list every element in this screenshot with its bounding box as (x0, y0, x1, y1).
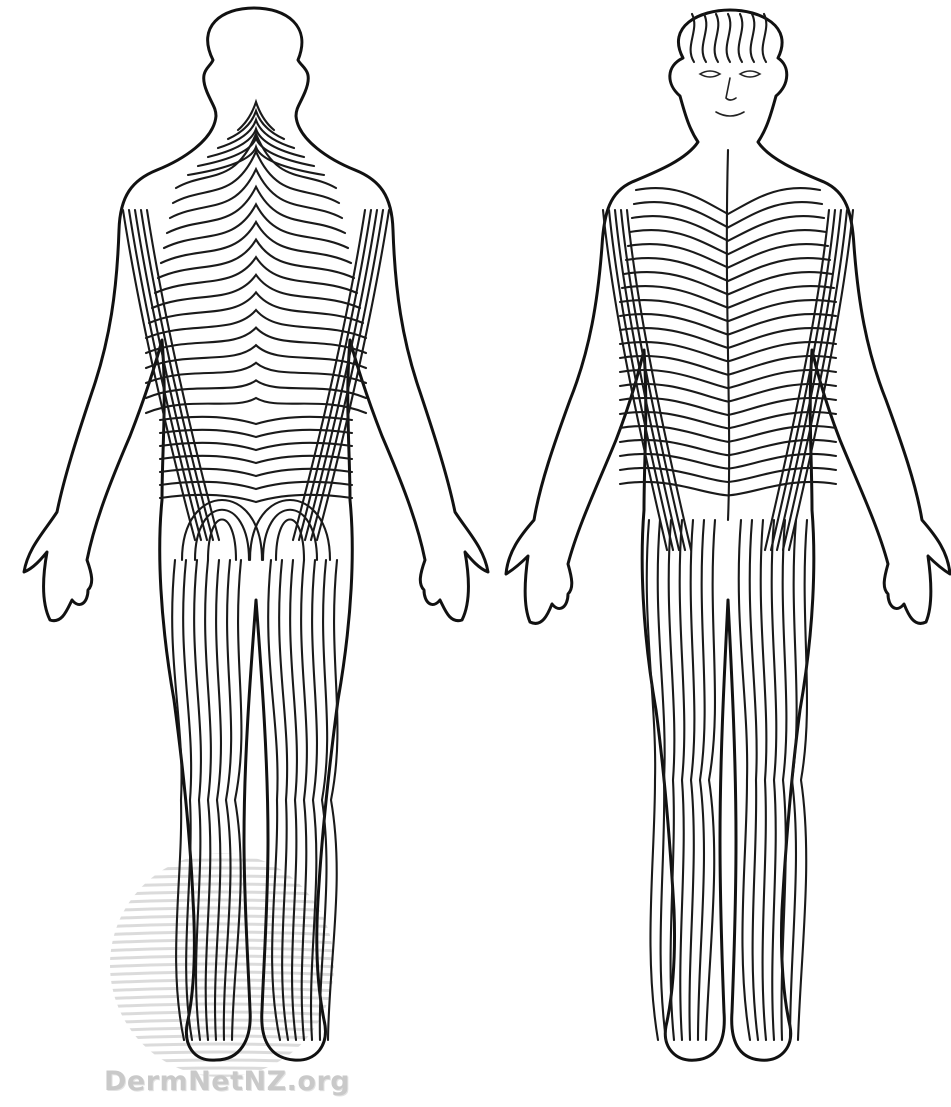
blaschko-line (782, 520, 787, 1040)
globe-stripe (100, 980, 340, 983)
blaschko-line (698, 520, 705, 1040)
right-eye (740, 71, 760, 77)
back-view-body (24, 8, 488, 1060)
blaschko-line (194, 560, 201, 1040)
blaschko-line (146, 328, 366, 353)
globe-stripe (100, 1044, 340, 1047)
forehead-line (751, 14, 755, 62)
blaschko-line (328, 560, 337, 1040)
forehead-line (715, 14, 719, 62)
mouth (716, 112, 744, 116)
blaschko-line (215, 560, 221, 1040)
blaschko-line (224, 560, 231, 1040)
left-eye (700, 71, 720, 77)
blaschko-line (750, 520, 758, 1040)
front-blaschko-lines (603, 14, 853, 1040)
globe-stripe (100, 1012, 340, 1015)
globe-stripe (100, 972, 340, 975)
blaschko-line (706, 520, 715, 1040)
globe-stripe (100, 948, 340, 951)
blaschko-line (311, 560, 317, 1040)
forehead-line (727, 14, 731, 62)
blaschko-line (146, 380, 366, 398)
blaschko-line (149, 292, 363, 323)
back-body-outline (24, 8, 488, 1060)
forehead-line (763, 14, 767, 62)
blaschko-line (173, 152, 339, 203)
globe-stripe (100, 1052, 340, 1055)
blaschko-line (690, 520, 695, 1040)
blaschko-line (798, 520, 807, 1040)
globe-stripe (100, 956, 340, 959)
blaschko-line (290, 560, 297, 1040)
blaschko-line (232, 560, 241, 1040)
blaschko-line (160, 456, 352, 463)
blaschko-line (268, 560, 280, 1040)
blaschko-line (647, 520, 658, 1040)
blaschko-line (172, 560, 184, 1040)
blaschko-line (739, 520, 750, 1040)
face-features (700, 71, 760, 116)
globe-stripe (100, 964, 340, 967)
front-view-body (506, 10, 950, 1060)
watermark-text: DermNetNZ.org (104, 1066, 350, 1097)
globe-stripe (100, 996, 340, 999)
blaschko-line (772, 520, 777, 1040)
blaschko-line (195, 510, 249, 560)
blaschko-line (146, 345, 366, 368)
blaschko-line (680, 520, 685, 1040)
blaschko-line (263, 510, 317, 560)
blaschko-line (761, 520, 767, 1040)
nose (726, 78, 736, 100)
globe-stripe (100, 1004, 340, 1007)
globe-stripe (100, 988, 340, 991)
globe-stripe (100, 1020, 340, 1023)
blaschko-line (160, 430, 352, 437)
forehead-line (739, 14, 743, 62)
forehead-line (703, 14, 707, 62)
blaschko-line (160, 482, 352, 489)
blaschko-line (658, 520, 666, 1040)
blaschko-line (301, 560, 307, 1040)
blaschko-line (205, 560, 211, 1040)
blaschko-line (279, 560, 288, 1040)
